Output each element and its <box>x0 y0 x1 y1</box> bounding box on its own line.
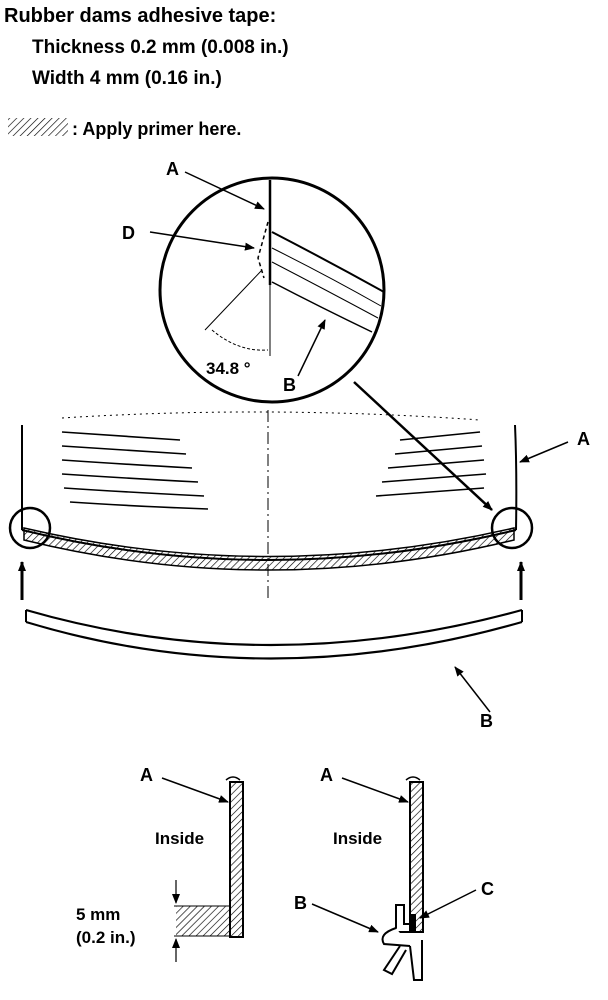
label-d-detail: D <box>122 223 135 243</box>
dimension-mm: 5 mm <box>76 905 121 924</box>
label-a-right-section: A <box>320 765 333 785</box>
corner-detail-right <box>490 506 534 550</box>
arrow-c-right-section <box>419 889 477 919</box>
legend-text: : Apply primer here. <box>72 119 242 139</box>
label-b-detail: B <box>283 375 296 395</box>
label-b-right-section: B <box>294 893 307 913</box>
label-inside-right: Inside <box>333 829 383 848</box>
corner-detail-left <box>8 506 52 550</box>
arrow-a-right <box>519 441 569 463</box>
section-left <box>172 776 244 962</box>
label-a-right: A <box>577 429 590 449</box>
arrow-a-right-section <box>341 777 409 803</box>
label-a-detail: A <box>166 159 179 179</box>
arrow-d-detail <box>149 231 255 251</box>
spec-thickness: Thickness 0.2 mm (0.008 in.) <box>32 37 289 58</box>
label-b-bottom: B <box>480 711 493 731</box>
detail-circle <box>158 176 386 404</box>
dimension-in: (0.2 in.) <box>76 928 136 947</box>
windshield <box>21 410 518 600</box>
label-angle: 34.8 ° <box>206 359 251 378</box>
arrow-a-left-section <box>161 777 229 803</box>
section-right <box>381 776 424 981</box>
arrow-a-detail <box>184 171 265 210</box>
arrow-b-right-section <box>311 903 379 933</box>
label-inside-left: Inside <box>155 829 205 848</box>
label-c-right-section: C <box>481 879 494 899</box>
arrow-b-bottom <box>454 666 491 713</box>
primer-hatch-swatch <box>8 118 68 136</box>
rubber-dam-strip <box>25 608 523 660</box>
detail-leader-line <box>353 381 493 511</box>
arrow-b-detail <box>297 319 326 377</box>
spec-width: Width 4 mm (0.16 in.) <box>32 68 222 89</box>
spec-title: Rubber dams adhesive tape: <box>4 5 277 27</box>
label-a-left-section: A <box>140 765 153 785</box>
